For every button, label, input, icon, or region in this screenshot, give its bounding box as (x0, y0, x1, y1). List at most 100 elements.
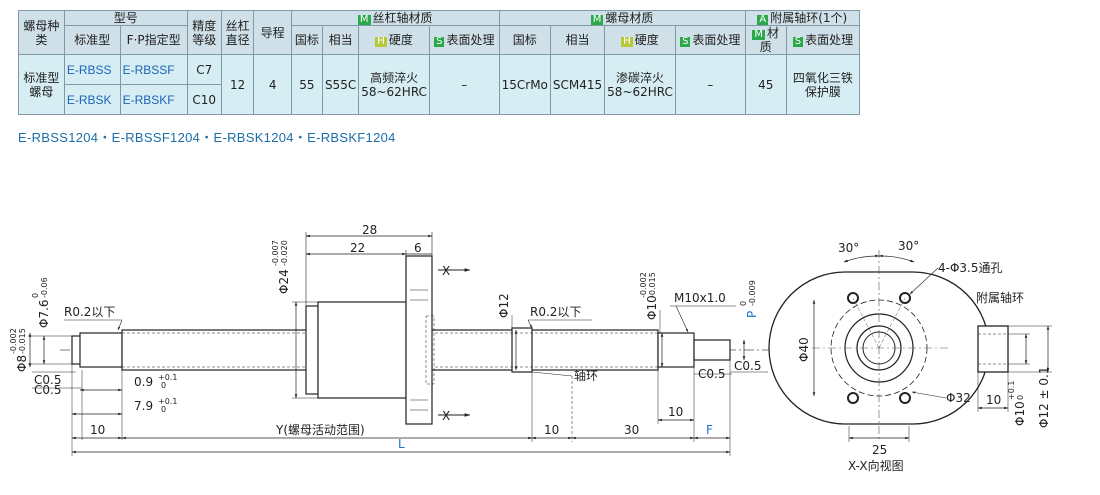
dim-r02-right: R0.2以下 (530, 305, 581, 319)
dim-phi10-lower: -0.015 (648, 272, 657, 298)
dim-c05-far: C0.5 (734, 359, 761, 373)
mount-hole-bl (847, 392, 859, 404)
header-nut-equiv: 相当 (549, 25, 606, 55)
cell-standard-2: E-RBSK (63, 84, 121, 115)
dim-phi12: Φ12 (497, 293, 511, 318)
angle-30-left: 30° (838, 241, 859, 255)
cell-shaft-equiv: S55C (321, 54, 360, 115)
cell-lead: 4 (253, 54, 292, 115)
dim-0-9: 0.9 (134, 375, 153, 389)
view-title: X-X向视图 (848, 458, 904, 473)
dim-phi8-lower: -0.015 (18, 328, 27, 354)
cell-screw-dia: 12 (220, 54, 255, 115)
dim-collar-phi10-upper: +0.1 (1007, 381, 1016, 400)
dim-c05-a: C0.5 (34, 373, 61, 387)
x-x-view: 30° 30° 4-Φ3.5通孔 Φ40 Φ32 25 X-X向视图 (768, 239, 1003, 473)
dim-phi7-6-lower: -0.06 (40, 277, 49, 298)
cell-collar-surface: 四氧化三铁保护膜 (785, 54, 861, 115)
dim-0-9-tol: +0.1 (158, 373, 177, 382)
header-accuracy: 精度等级 (186, 10, 222, 55)
nut-hidden-line (425, 315, 435, 385)
dim-phi8-upper: -0.002 (9, 328, 18, 354)
dim-10-r2: 10 (668, 405, 683, 419)
section-x-bottom: X (442, 409, 450, 423)
dim-collar-phi10-lower: 0 (1016, 395, 1025, 400)
dim-phi8: Φ8 (15, 355, 29, 372)
dim-phi7-6-upper: 0 (31, 293, 40, 298)
dim-7-9-tol-low: 0 (161, 405, 166, 414)
section-x-top: X (442, 264, 450, 278)
dim-phi40: Φ40 (797, 337, 811, 362)
header-screw-dia: 丝杠直径 (220, 10, 255, 55)
collar-body (977, 325, 1009, 373)
header-model: 型号 (63, 10, 188, 26)
header-shaft-gb: 国标 (290, 25, 323, 55)
angle-30-right: 30° (898, 239, 919, 253)
dim-phi10-upper: -0.002 (639, 272, 648, 298)
dim-10-left: 10 (90, 423, 105, 437)
material-tag: M (357, 14, 371, 25)
leader-collar (531, 371, 573, 377)
dim-7-9-tol: +0.1 (158, 397, 177, 406)
dim-f: F (706, 423, 713, 437)
hardness-tag: H (375, 36, 387, 47)
dim-phi32: Φ32 (946, 391, 971, 405)
cell-fp-2: E-RBSKF (119, 84, 188, 115)
cell-nut-hardness: 渗碳淬火58~62HRC (604, 54, 676, 115)
material-tag: M (590, 14, 604, 25)
dim-collar-10: 10 (986, 393, 1001, 407)
dim-c05-b: C0.5 (34, 383, 61, 397)
dim-m10: M10x1.0 (674, 291, 726, 305)
cell-shaft-surface: – (428, 54, 500, 115)
cell-nut-equiv: SCM415 (549, 54, 606, 115)
dim-p-upper: 0 (739, 301, 748, 306)
dim-phi7-6: Φ7.6 (37, 299, 51, 328)
dim-phi24: Φ24 (277, 269, 291, 294)
dim-phi24-upper: -0.007 (271, 240, 280, 266)
dim-10-r1: 10 (544, 423, 559, 437)
dim-30: 30 (624, 423, 639, 437)
header-standard: 标准型 (63, 25, 121, 55)
dim-p: P (745, 311, 759, 318)
part-number-line: E-RBSS1204・E-RBSSF1204・E-RBSK1204・E-RBSK… (18, 130, 396, 145)
surface-tag: S (792, 36, 804, 47)
header-nut-type: 螺母种类 (18, 10, 65, 55)
ball-nut (305, 255, 433, 425)
dim-7-9: 7.9 (134, 399, 153, 413)
header-lead: 导程 (253, 10, 292, 55)
cell-accuracy-2: C10 (186, 84, 222, 115)
collar-title: 附属轴环 (976, 290, 1024, 305)
cell-shaft-gb: 55 (290, 54, 323, 115)
collar-tag: A (757, 14, 769, 25)
leader-holes (909, 267, 939, 295)
dim-28: 28 (362, 223, 377, 237)
dim-l: L (398, 437, 405, 451)
dim-22: 22 (350, 241, 365, 255)
cell-shaft-hardness: 高频淬火58~62HRC (358, 54, 430, 115)
cell-collar-material: 45 (744, 54, 787, 115)
dim-holes: 4-Φ3.5通孔 (938, 261, 1003, 275)
cell-accuracy-1: C7 (186, 54, 222, 85)
dim-collar-phi10: Φ10 (1013, 401, 1027, 426)
cell-standard-1: E-RBSS (63, 54, 121, 85)
dim-phi10: Φ10 (645, 295, 659, 320)
dim-p-lower: -0.009 (748, 280, 757, 306)
cell-fp-1: E-RBSSF (119, 54, 188, 85)
mount-hole-br (899, 392, 911, 404)
dim-c05-right: C0.5 (698, 367, 725, 381)
header-nut-gb: 国标 (498, 25, 551, 55)
header-shaft-equiv: 相当 (321, 25, 360, 55)
technical-drawing: X X 28 22 6 Φ24 -0.007 -0.020 Φ7.6 0 -0.… (9, 223, 1052, 473)
cell-nut-type: 标准型螺母 (18, 54, 65, 115)
surface-tag: S (434, 36, 445, 47)
material-tag: M (752, 29, 766, 40)
